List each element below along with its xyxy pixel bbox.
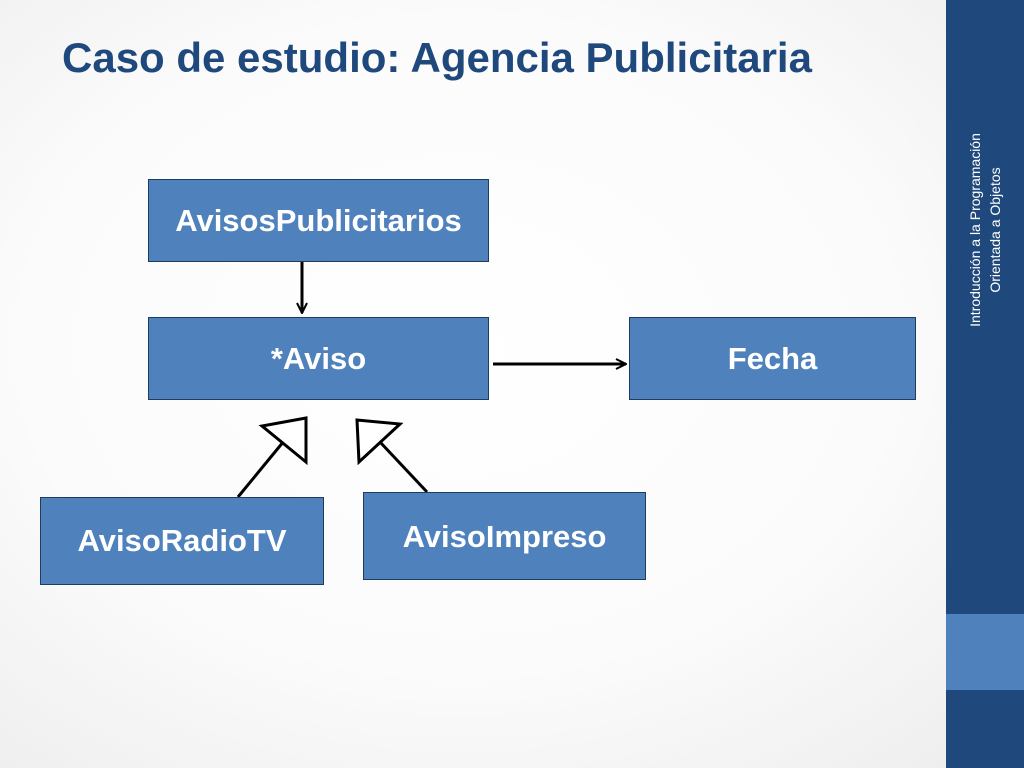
class-fecha: Fecha <box>629 317 916 400</box>
class-avisos-publicitarios: AvisosPublicitarios <box>148 179 489 262</box>
sidebar-course-label: Introducción a la Programación Orientada… <box>965 100 1005 360</box>
class-aviso-label: *Aviso <box>270 340 367 376</box>
generalization-radiotv-line <box>236 440 286 498</box>
class-aviso: *Aviso <box>148 317 489 400</box>
class-aviso-impreso-label: AvisoImpreso <box>402 519 607 554</box>
class-avisos-publicitarios-label: AvisosPublicitarios <box>175 202 462 238</box>
sidebar-accent <box>946 614 1024 690</box>
sidebar-line-2: Orientada a Objetos <box>987 167 1003 293</box>
generalization-impreso-triangle <box>355 418 404 466</box>
class-aviso-radio-tv: AvisoRadioTV <box>40 497 324 585</box>
generalization-impreso-line <box>378 440 429 494</box>
class-fecha-label: Fecha <box>727 340 818 376</box>
sidebar: Introducción a la Programación Orientada… <box>946 0 1024 768</box>
generalization-radiotv-triangle <box>258 416 308 466</box>
sidebar-line-1: Introducción a la Programación <box>967 133 983 327</box>
class-aviso-radio-tv-label: AvisoRadioTV <box>77 523 287 558</box>
class-aviso-impreso: AvisoImpreso <box>363 492 646 580</box>
slide-title: Caso de estudio: Agencia Publicitaria <box>62 34 812 81</box>
class-diagram-connectors <box>236 262 946 498</box>
